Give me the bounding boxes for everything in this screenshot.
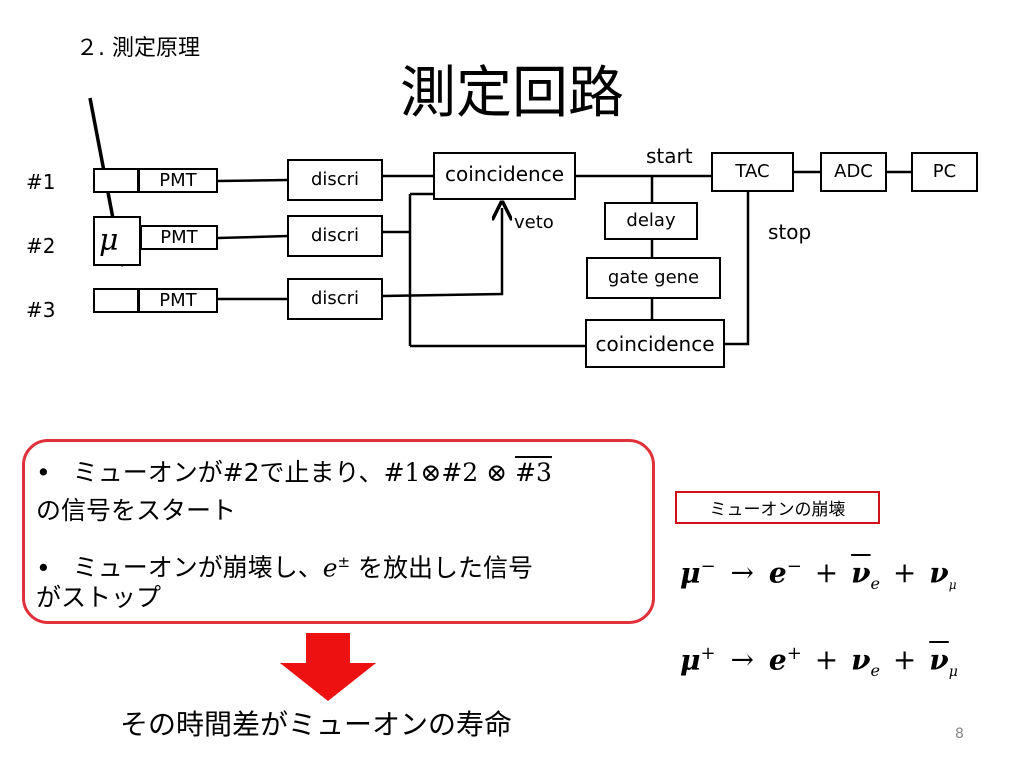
eq2-e: e [768, 643, 787, 677]
pmt-2: PMT [140, 225, 218, 250]
discri-1: discri [287, 159, 383, 201]
channel-label-3: #3 [26, 298, 56, 322]
slide-title: 測定回路 [400, 61, 624, 126]
channel-label-2: #2 [26, 234, 56, 258]
coincidence-1: coincidence [433, 152, 576, 200]
discri-2-label: discri [310, 225, 360, 246]
eq1-nu: ν [929, 556, 949, 590]
eq1-sub-e: e [870, 573, 880, 593]
decay-equation-mu-minus: μ− → e− + νe + νμ [680, 556, 957, 593]
wire-stop [724, 192, 750, 346]
decay-label-box: ミューオンの崩壊 [675, 491, 880, 524]
coincidence-1-label: coincidence [445, 162, 564, 186]
adc-box: ADC [820, 152, 887, 192]
wire-veto [381, 208, 502, 298]
tac-box: TAC [711, 152, 794, 192]
bullet-1-line-1: • ミューオンが#2で止まり、#1⊗#2 ⊗ #3 [36, 456, 552, 490]
eq1-plus-2: + [892, 556, 917, 590]
explanation-callout [22, 439, 655, 624]
scintillator-1 [93, 168, 139, 193]
eq1-mu: μ [680, 556, 701, 590]
eq2-sub-mu: μ [948, 663, 958, 680]
decay-label-text: ミューオンの崩壊 [709, 500, 846, 520]
veto-label: veto [514, 212, 554, 233]
delay-label: delay [626, 210, 676, 231]
bullet-2-text: ミューオンが崩壊し、 [72, 553, 323, 583]
pmt-3: PMT [138, 288, 218, 313]
bullet-2-line-2: がストップ [36, 583, 162, 612]
eq2-e-sup: + [786, 643, 802, 664]
pc-label: PC [932, 161, 957, 182]
gate-generator-box: gate gene [586, 257, 721, 299]
pc-box: PC [911, 152, 978, 192]
pmt-2-label: PMT [160, 226, 198, 248]
eq1-arrow: → [730, 556, 754, 590]
muon-symbol: μ [99, 223, 119, 258]
delay-box: delay [604, 202, 698, 240]
eq2-mu: μ [680, 643, 701, 677]
eq1-antinu: ν [851, 556, 871, 590]
discri-3-label: discri [310, 288, 360, 309]
section-heading: ２. 測定原理 [76, 36, 200, 61]
eq2-sub-e: e [870, 660, 880, 680]
decay-equation-mu-plus: μ+ → e+ + νe + νμ [680, 643, 958, 680]
bullet-1-line-2: の信号をスタート [36, 496, 237, 525]
channel-label-1: #1 [26, 170, 56, 194]
bullet-1-text: ミューオンが#2で止まり、 [72, 458, 384, 487]
coincidence-2-label: coincidence [595, 331, 715, 356]
eq1-plus-1: + [814, 556, 839, 590]
bullet-2-text2: を放出した信号 [350, 553, 534, 583]
eq2-antinu: ν [929, 643, 949, 677]
bullet-2-line-1: • ミューオンが崩壊し、e± を放出した信号 [36, 545, 533, 585]
pmt-1-label: PMT [159, 169, 197, 191]
eq2-plus-1: + [814, 643, 839, 677]
discri-1-label: discri [310, 169, 360, 190]
wire-pmt1-discri1 [217, 178, 289, 183]
discri-3: discri [287, 278, 383, 320]
pmt-1: PMT [138, 168, 218, 193]
eq1-e-sup: − [786, 556, 802, 577]
conclusion-text: その時間差がミューオンの寿命 [120, 708, 513, 741]
eq1-sub-mu: μ [948, 577, 957, 592]
scintillator-3 [93, 288, 139, 313]
page-number: 8 [955, 726, 964, 742]
bullet-1-formula-bar: #3 [515, 458, 552, 487]
bullet-1-marker: • [36, 458, 51, 487]
gate-generator-label: gate gene [607, 267, 700, 288]
bullet-1-formula: #1⊗#2 ⊗ [383, 458, 516, 487]
coincidence-2: coincidence [585, 319, 725, 368]
eq1-mu-sup: − [700, 556, 716, 577]
bullet-2-e: e [322, 553, 338, 583]
eq2-nu: ν [851, 643, 871, 677]
bullet-2-e-sup: ± [337, 553, 351, 571]
tac-label: TAC [735, 161, 770, 182]
adc-label: ADC [834, 161, 873, 182]
eq2-arrow: → [730, 643, 754, 677]
start-label: start [646, 144, 693, 168]
pmt-3-label: PMT [159, 289, 197, 311]
eq1-e: e [768, 556, 787, 590]
bullet-2-marker: • [36, 553, 51, 583]
discri-2: discri [287, 215, 383, 257]
wire-pmt2-discri2 [217, 234, 289, 240]
scintillator-2-muon: μ [93, 216, 141, 266]
eq2-plus-2: + [892, 643, 917, 677]
down-arrow-icon [280, 633, 376, 701]
stop-label: stop [768, 220, 812, 244]
eq2-mu-sup: + [700, 643, 716, 664]
